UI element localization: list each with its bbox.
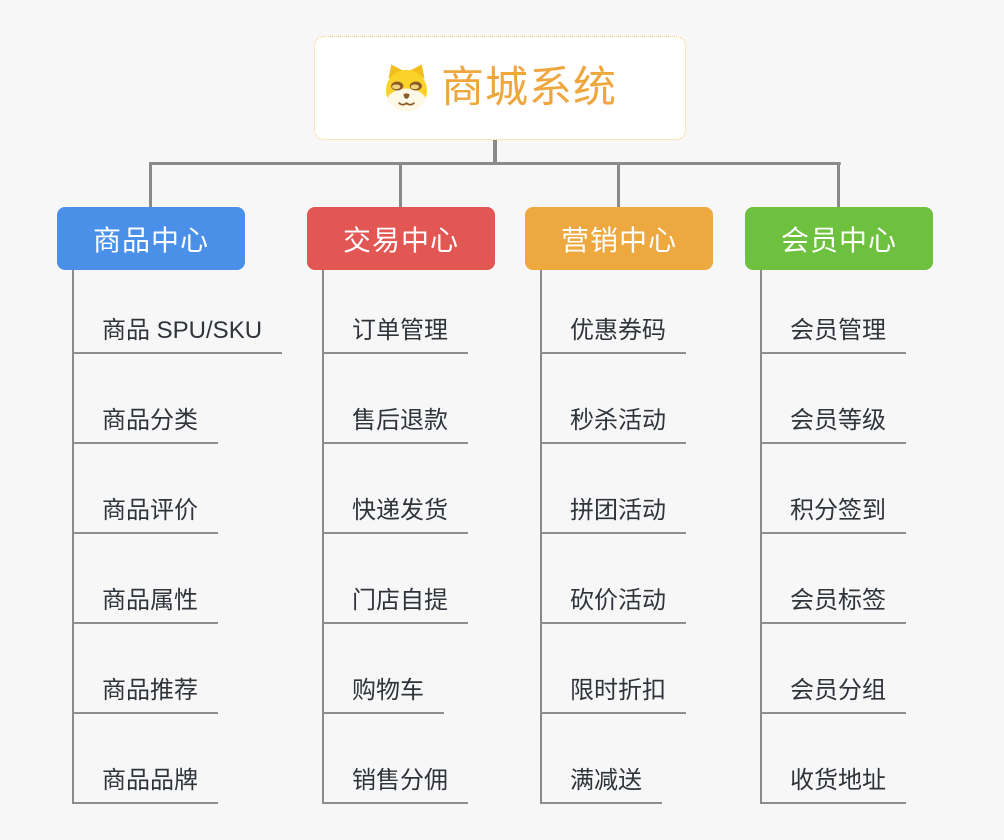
root-node[interactable]: 商城系统 — [314, 36, 686, 140]
leaf-node[interactable]: 会员管理 — [760, 270, 906, 354]
connector-horizontal-bar — [149, 162, 841, 165]
leaf-label: 砍价活动 — [540, 587, 686, 624]
leaf-label: 快递发货 — [322, 497, 468, 534]
leaf-node[interactable]: 优惠券码 — [540, 270, 686, 354]
leaf-node[interactable]: 会员标签 — [760, 534, 906, 624]
leaf-node[interactable]: 商品属性 — [72, 534, 282, 624]
leaf-label: 商品 SPU/SKU — [72, 317, 283, 354]
leaf-node[interactable]: 快递发货 — [322, 444, 468, 534]
connector-root-stem — [493, 139, 497, 165]
leaf-label: 商品评价 — [72, 497, 218, 534]
branch-member-center: 会员中心 会员管理 会员等级 积分签到 会员标签 会员分组 收货地址 — [745, 207, 990, 804]
branch-marketing-center: 营销中心 优惠券码 秒杀活动 拼团活动 砍价活动 限时折扣 满减送 — [525, 207, 770, 804]
leaf-node[interactable]: 积分签到 — [760, 444, 906, 534]
leaf-node[interactable]: 满减送 — [540, 714, 686, 804]
leaf-node[interactable]: 秒杀活动 — [540, 354, 686, 444]
branch-trunk-line — [760, 270, 762, 804]
leaf-node[interactable]: 商品 SPU/SKU — [72, 270, 283, 354]
leaf-label: 会员标签 — [760, 587, 906, 624]
leaf-node[interactable]: 售后退款 — [322, 354, 468, 444]
leaf-node[interactable]: 商品品牌 — [72, 714, 282, 804]
connector-drop-marketing — [617, 162, 620, 208]
branch-header-trade[interactable]: 交易中心 — [307, 207, 495, 270]
branch-items: 会员管理 会员等级 积分签到 会员标签 会员分组 收货地址 — [760, 270, 906, 804]
leaf-label: 满减送 — [540, 767, 662, 804]
leaf-label: 门店自提 — [322, 587, 468, 624]
root-title: 商城系统 — [441, 63, 617, 112]
leaf-node[interactable]: 购物车 — [322, 624, 468, 714]
leaf-node[interactable]: 会员等级 — [760, 354, 906, 444]
branch-header-label: 会员中心 — [780, 224, 897, 256]
branch-trunk-line — [322, 270, 324, 804]
leaf-node[interactable]: 拼团活动 — [540, 444, 686, 534]
leaf-label: 商品属性 — [72, 587, 218, 624]
branch-header-product[interactable]: 商品中心 — [57, 207, 245, 270]
branch-items: 订单管理 售后退款 快递发货 门店自提 购物车 销售分佣 — [322, 270, 468, 804]
leaf-label: 优惠券码 — [540, 317, 686, 354]
branch-header-member[interactable]: 会员中心 — [745, 207, 933, 270]
leaf-label: 商品品牌 — [72, 767, 218, 804]
branch-items: 优惠券码 秒杀活动 拼团活动 砍价活动 限时折扣 满减送 — [540, 270, 686, 804]
leaf-node[interactable]: 门店自提 — [322, 534, 468, 624]
connector-drop-member — [837, 162, 840, 208]
connector-drop-trade — [399, 162, 402, 208]
connector-drop-product — [149, 162, 152, 208]
branch-items: 商品 SPU/SKU 商品分类 商品评价 商品属性 商品推荐 商品品牌 — [72, 270, 283, 804]
leaf-node[interactable]: 商品评价 — [72, 444, 282, 534]
branch-header-label: 交易中心 — [342, 224, 459, 256]
leaf-label: 商品推荐 — [72, 677, 218, 714]
leaf-label: 订单管理 — [322, 317, 468, 354]
branch-trunk-line — [540, 270, 542, 804]
leaf-node[interactable]: 会员分组 — [760, 624, 906, 714]
leaf-label: 拼团活动 — [540, 497, 686, 534]
branch-header-label: 营销中心 — [560, 224, 677, 256]
branch-trunk-line — [72, 270, 74, 804]
leaf-node[interactable]: 商品推荐 — [72, 624, 282, 714]
leaf-label: 会员分组 — [760, 677, 906, 714]
leaf-node[interactable]: 砍价活动 — [540, 534, 686, 624]
leaf-label: 会员管理 — [760, 317, 906, 354]
leaf-label: 收货地址 — [760, 767, 906, 804]
leaf-node[interactable]: 商品分类 — [72, 354, 282, 444]
leaf-node[interactable]: 订单管理 — [322, 270, 468, 354]
leaf-label: 会员等级 — [760, 407, 906, 444]
leaf-node[interactable]: 限时折扣 — [540, 624, 686, 714]
leaf-node[interactable]: 收货地址 — [760, 714, 906, 804]
dog-face-icon — [383, 61, 430, 115]
leaf-label: 售后退款 — [322, 407, 468, 444]
branch-header-label: 商品中心 — [92, 224, 209, 256]
leaf-label: 销售分佣 — [322, 767, 468, 804]
branch-trade-center: 交易中心 订单管理 售后退款 快递发货 门店自提 购物车 销售分佣 — [307, 207, 552, 804]
branch-header-marketing[interactable]: 营销中心 — [525, 207, 713, 270]
leaf-label: 购物车 — [322, 677, 444, 714]
leaf-label: 商品分类 — [72, 407, 218, 444]
branch-product-center: 商品中心 商品 SPU/SKU 商品分类 商品评价 商品属性 商品推荐 商品品牌 — [57, 207, 302, 804]
leaf-label: 秒杀活动 — [540, 407, 686, 444]
leaf-label: 积分签到 — [760, 497, 906, 534]
leaf-label: 限时折扣 — [540, 677, 686, 714]
leaf-node[interactable]: 销售分佣 — [322, 714, 468, 804]
